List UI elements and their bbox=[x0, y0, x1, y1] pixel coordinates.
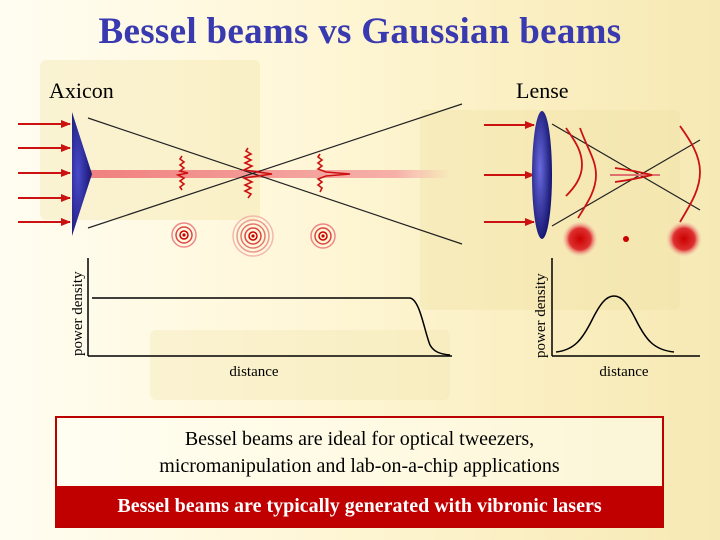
info-line-1: Bessel beams are ideal for optical tweez… bbox=[184, 428, 535, 450]
gaussian-profile-waves bbox=[565, 125, 701, 223]
bessel-profile-waves bbox=[175, 147, 351, 199]
highlight-banner: Bessel beams are typically generated wit… bbox=[57, 486, 662, 526]
right-xlabel: distance bbox=[599, 364, 648, 380]
bessel-power-plot bbox=[87, 258, 452, 357]
gaussian-power-curve bbox=[555, 295, 675, 353]
gaussian-spots bbox=[562, 221, 702, 257]
slide-title: Bessel beams vs Gaussian beams bbox=[98, 11, 622, 52]
background-decoration bbox=[150, 330, 450, 400]
info-line-2: micromanipulation and lab-on-a-chip appl… bbox=[159, 455, 560, 477]
axicon-rays bbox=[87, 103, 463, 245]
axicon-optic bbox=[72, 112, 92, 236]
lens-optic bbox=[532, 111, 552, 239]
left-ylabel: power density bbox=[70, 271, 86, 356]
axicon-label: Axicon bbox=[49, 78, 114, 103]
left-xlabel: distance bbox=[229, 364, 278, 380]
lens-rays bbox=[551, 123, 701, 227]
incoming-arrows-lens bbox=[484, 121, 535, 226]
info-box: Bessel beams are ideal for optical tweez… bbox=[55, 416, 664, 528]
gaussian-power-plot bbox=[551, 258, 700, 357]
lense-label: Lense bbox=[516, 78, 569, 103]
right-ylabel: power density bbox=[533, 273, 549, 358]
bessel-ring-spots bbox=[171, 215, 336, 257]
bessel-power-curve bbox=[92, 297, 451, 356]
info-text: Bessel beams are ideal for optical tweez… bbox=[57, 426, 662, 480]
incoming-arrows-axicon bbox=[18, 120, 71, 226]
